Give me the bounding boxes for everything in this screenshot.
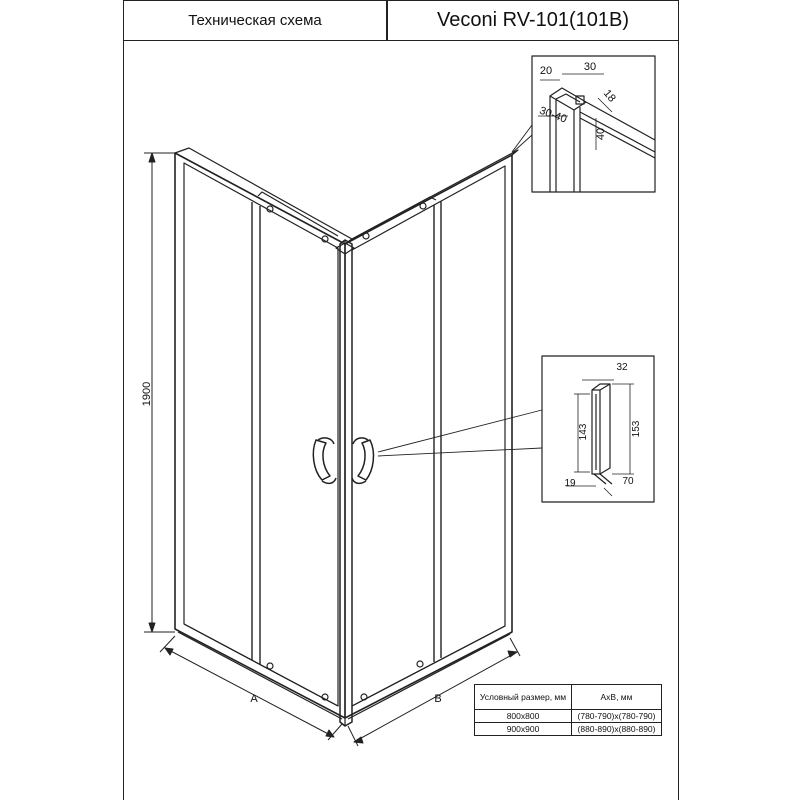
top-detail (531, 55, 656, 193)
left-panel (174, 147, 353, 720)
top-detail-leader (511, 124, 533, 153)
sheet-title: Техническая схема (188, 12, 322, 29)
top-dim-20: 20 (540, 65, 552, 77)
side-b-label: B (434, 693, 441, 705)
spec-range-cell: (780-790)x(780-790) (571, 709, 662, 723)
top-dim-40: 40 (595, 128, 607, 140)
spec-table-header: Условный размер, мм AxB, мм (474, 684, 662, 710)
spec-size-cell: 900x900 (474, 722, 572, 736)
spec-col-range: AxB, мм (571, 684, 662, 710)
spec-size-cell: 800x800 (474, 709, 572, 723)
handle-detail-leader (377, 409, 543, 453)
header-right-cell: Veconi RV-101(101B) (387, 0, 679, 41)
model-title: Veconi RV-101(101B) (437, 9, 629, 31)
handle-dim-143: 143 (578, 423, 589, 440)
table-row: 800x800 (780-790)x(780-790) (474, 709, 662, 723)
handle-dim-32: 32 (616, 362, 628, 373)
drawing-frame (123, 41, 679, 800)
right-panel (344, 149, 519, 720)
spec-col-size: Условный размер, мм (474, 684, 572, 710)
height-label: 1900 (141, 382, 153, 406)
side-a-dimension (159, 635, 343, 741)
side-b-dimension (347, 637, 521, 747)
top-dim-30: 30 (584, 61, 596, 73)
height-dimension (144, 152, 175, 633)
handle-detail (541, 355, 655, 503)
side-a-label: A (250, 693, 258, 705)
corner-post (335, 239, 355, 727)
handle-dim-70: 70 (622, 476, 634, 487)
spec-table: Условный размер, мм AxB, мм 800x800 (780… (474, 684, 662, 736)
top-dim-18: 18 (601, 88, 618, 105)
table-row: 900x900 (880-890)x(880-890) (474, 722, 662, 736)
handle-right (351, 437, 375, 485)
header-left-cell: Техническая схема (123, 0, 387, 41)
top-dim-30-40: 30-40 (538, 105, 569, 126)
handle-dim-153: 153 (631, 420, 642, 437)
handle-dim-19: 19 (564, 478, 576, 489)
handle-left (312, 437, 337, 485)
spec-range-cell: (880-890)x(880-890) (571, 722, 662, 736)
